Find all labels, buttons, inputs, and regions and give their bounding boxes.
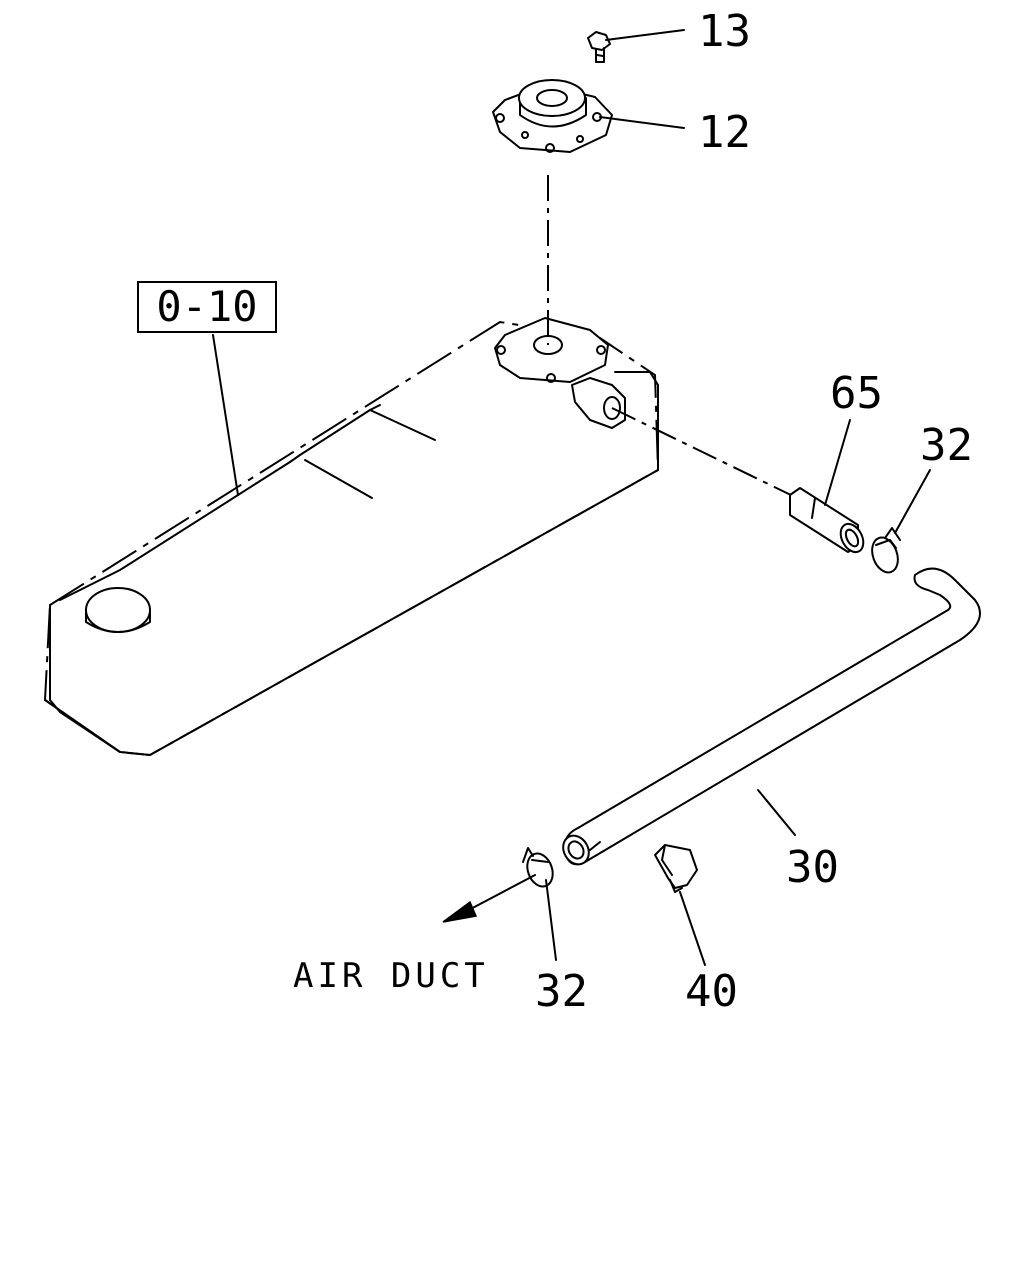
callout-clip-upper: 32: [920, 420, 973, 471]
connector-center-line: [611, 407, 796, 498]
clamp-part: [654, 844, 698, 893]
reference-box: 0-10: [137, 281, 277, 333]
clip-upper-leader: [894, 469, 931, 534]
reference-leader: [212, 334, 239, 496]
reference-box-label: 0-10: [156, 282, 257, 331]
connector-leader: [824, 419, 851, 506]
hose-part: [562, 567, 981, 866]
screw-leader: [605, 29, 685, 41]
clip-upper-part: [871, 527, 901, 574]
callout-hose: 30: [786, 842, 839, 893]
hose-leader: [757, 789, 796, 836]
callout-screw: 13: [698, 6, 751, 57]
air-duct-arrow: [442, 874, 536, 923]
screw-part: [587, 31, 611, 63]
breather-port: [494, 317, 626, 429]
clip-lower-part: [522, 847, 554, 888]
callout-cap: 12: [698, 107, 751, 158]
breather-cap-part: [492, 79, 613, 153]
connector-part: [789, 487, 865, 554]
cap-leader: [599, 116, 685, 129]
callout-clamp: 40: [685, 966, 738, 1017]
clamp-leader: [679, 891, 706, 966]
oil-filler-cap: [85, 587, 151, 633]
head-cover-outline: [43, 320, 660, 757]
callout-clip-lower: 32: [535, 966, 588, 1017]
callout-connector: 65: [830, 368, 883, 419]
clip-lower-leader: [545, 879, 557, 961]
air-duct-label: AIR DUCT: [293, 956, 489, 996]
